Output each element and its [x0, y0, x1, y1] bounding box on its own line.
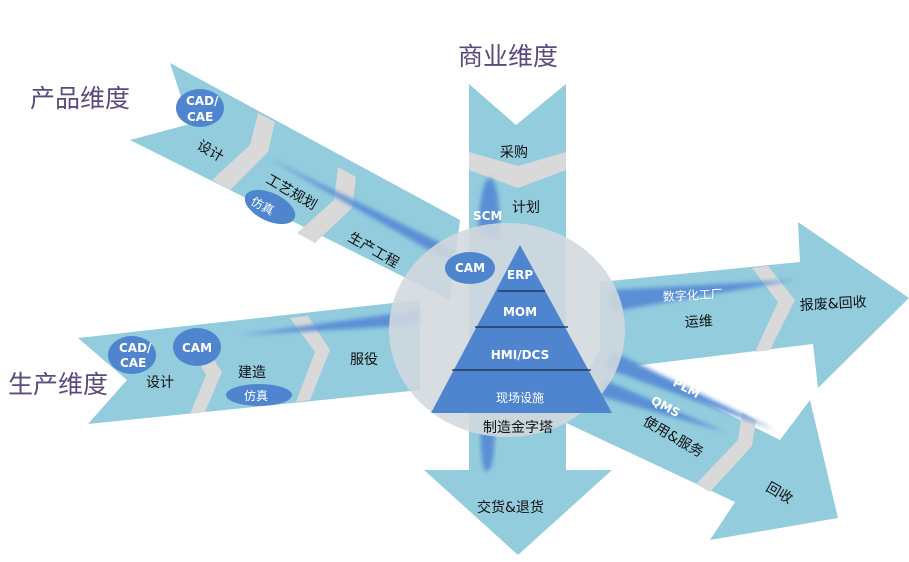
manufacturing-pyramid — [431, 245, 612, 413]
pyramid-level-field-facilities: 现场设施 — [496, 391, 544, 405]
badge-scm: SCM — [473, 209, 502, 223]
stage-planning: 计划 — [512, 200, 540, 216]
lifecycle-chevron — [696, 412, 756, 492]
stage-design-product: 设计 — [194, 138, 226, 166]
production-streak — [240, 310, 420, 335]
product-dimension-title: 产品维度 — [30, 84, 130, 113]
business-dimension-title: 商业维度 — [458, 42, 558, 71]
badge-cam-production: CAM — [182, 341, 212, 355]
badge-digital-factory: 数字化工厂 — [662, 286, 723, 304]
production-dimension-title: 生产维度 — [8, 370, 108, 399]
simulation-badge-product — [244, 189, 296, 225]
product-streak — [268, 158, 455, 262]
production-chevron-3 — [752, 266, 795, 352]
lifecycle-arrow — [560, 350, 838, 540]
stage-recycle: 回收 — [763, 480, 795, 508]
production-chevron-2 — [290, 316, 330, 402]
plm-streak — [605, 350, 775, 430]
badge-cae-production: CAE — [120, 356, 146, 370]
business-chevron — [469, 152, 566, 188]
stage-operations: 运维 — [684, 314, 713, 331]
pyramid-caption: 制造金字塔 — [483, 420, 553, 436]
simulation-badge-production — [226, 384, 292, 406]
pyramid-shape — [431, 245, 612, 413]
production-arrow-head — [600, 222, 909, 388]
delivery-streak — [480, 430, 495, 472]
badge-plm: PLM — [671, 375, 703, 401]
badge-cae: CAE — [187, 110, 213, 124]
badge-cad: CAD/ — [186, 94, 219, 108]
pyramid-level-mom: MOM — [503, 305, 537, 319]
cad-cae-badge-product — [176, 89, 224, 127]
product-chevron-1 — [212, 113, 275, 190]
digital-factory-streak — [610, 280, 795, 312]
stage-design-production: 设计 — [146, 375, 174, 391]
production-arrow — [78, 222, 909, 424]
pyramid-level-hmi-dcs: HMI/DCS — [491, 348, 549, 362]
stage-procurement: 采购 — [500, 145, 528, 161]
stage-use-service: 使用&服务 — [640, 413, 706, 461]
cad-cae-badge-production — [108, 336, 156, 374]
cam-badge-center — [445, 252, 495, 284]
pyramid-level-erp: ERP — [507, 268, 533, 282]
stage-construction: 建造 — [238, 365, 266, 381]
stage-scrap-recycle: 报废&回收 — [799, 295, 867, 314]
stage-delivery-return: 交货&退货 — [477, 499, 544, 516]
production-chevron-1 — [190, 360, 222, 414]
badge-cam-center: CAM — [455, 261, 485, 275]
badge-simulation-product: 仿真 — [249, 194, 277, 218]
product-chevron-2 — [297, 167, 356, 243]
qms-streak — [600, 380, 725, 432]
badge-simulation-production: 仿真 — [244, 389, 268, 403]
stage-service: 服役 — [350, 352, 378, 368]
badge-cad-production: CAD/ — [119, 341, 152, 355]
production-arrow-shaft — [78, 300, 420, 424]
stage-production-engineering: 生产工程 — [345, 230, 401, 272]
cam-badge-production — [173, 328, 221, 366]
